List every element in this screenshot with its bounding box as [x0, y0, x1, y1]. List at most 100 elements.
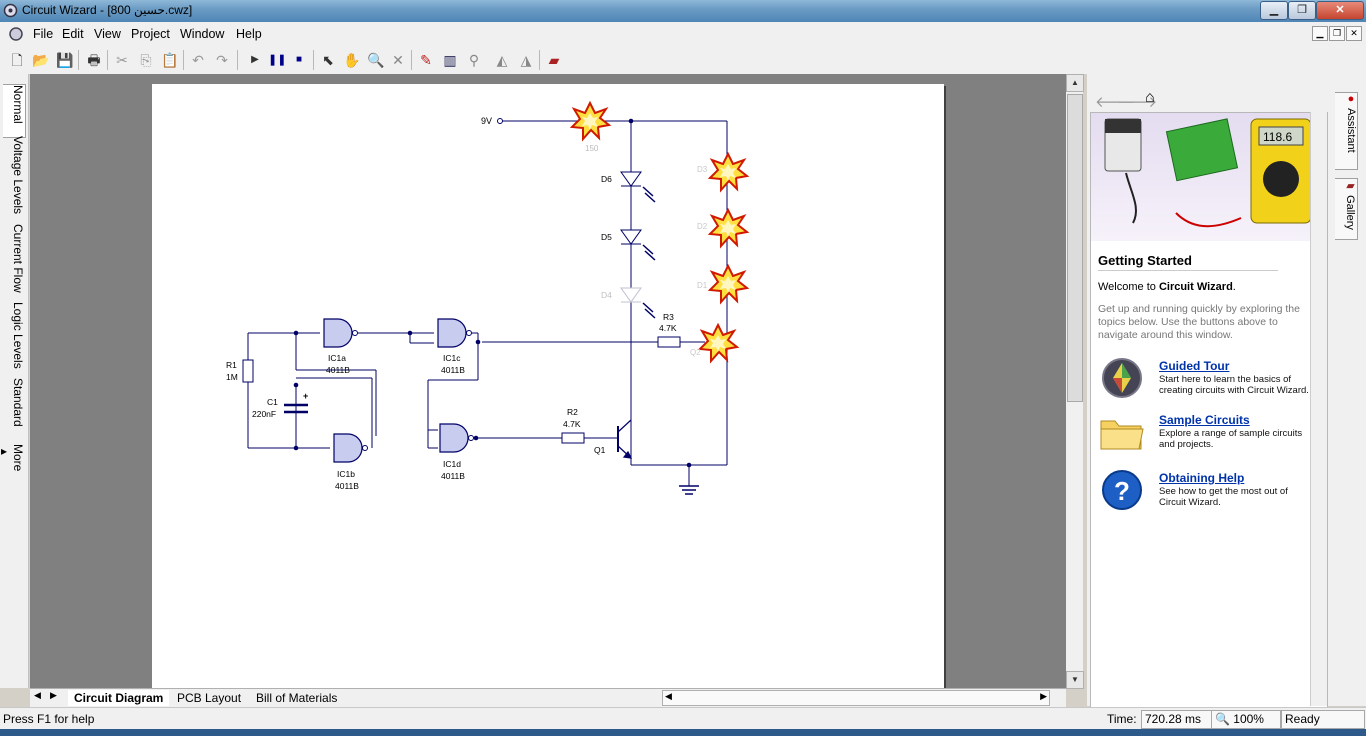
back-icon[interactable]: 🡐 [1095, 94, 1136, 111]
graph-icon[interactable]: ▥ [443, 52, 457, 68]
supply-label: 9V [481, 116, 492, 126]
r3-value: 4.7K [659, 323, 677, 333]
gallery-book-icon[interactable]: ▰ [548, 52, 560, 68]
save-icon[interactable]: 💾 [56, 52, 74, 68]
tab-logic-levels[interactable]: Logic Levels [11, 302, 25, 369]
burnt-resistor[interactable] [571, 102, 610, 140]
gate-ic1c[interactable] [437, 318, 473, 348]
tab-voltage-levels[interactable]: Voltage Levels [11, 136, 25, 215]
canvas-area[interactable]: 9V 150 D6 D5 D4 D3 D2 [30, 74, 1066, 688]
document-tabs: ◀ ▶ Circuit Diagram PCB Layout Bill of M… [30, 688, 1066, 707]
circuit-paper[interactable]: 9V 150 D6 D5 D4 D3 D2 [152, 84, 944, 688]
select-pointer-icon[interactable]: ⬉ [322, 52, 334, 68]
transistor-q1[interactable] [617, 419, 633, 459]
tab-gallery[interactable]: ▰ Gallery [1335, 178, 1358, 240]
burnt-led-d1[interactable] [709, 265, 748, 303]
status-help-text: Press F1 for help [3, 712, 95, 726]
led-d4[interactable] [620, 287, 656, 319]
close-button[interactable]: ✕ [1316, 1, 1364, 20]
delete-icon[interactable]: ✕ [392, 52, 404, 68]
tab-assistant[interactable]: ● Assistant [1335, 92, 1358, 170]
menu-view[interactable]: View [94, 27, 121, 41]
resistor-r1[interactable] [242, 359, 254, 383]
r2-label: R2 [567, 407, 578, 417]
mdi-minimize-button[interactable]: ▁ [1312, 26, 1328, 41]
horizontal-scrollbar[interactable]: ◀ ▶ [662, 690, 1050, 706]
folder-icon[interactable] [1099, 413, 1145, 456]
led-d5[interactable] [620, 229, 656, 261]
tab-standard[interactable]: Standard [11, 378, 25, 427]
tab-current-flow[interactable]: Current Flow [11, 224, 25, 293]
maximize-button[interactable]: ❐ [1288, 1, 1316, 20]
taskbar [0, 729, 1366, 736]
cut-icon[interactable]: ✂ [116, 52, 128, 68]
copy-icon[interactable]: ⎘ [140, 52, 152, 68]
tab-prev-icon[interactable]: ◀ [34, 690, 41, 700]
scroll-left-button[interactable]: ◀ [665, 691, 672, 701]
open-icon[interactable]: 📂 [32, 52, 50, 68]
gate-ic1d[interactable] [439, 423, 475, 453]
menu-help[interactable]: Help [236, 27, 262, 41]
obtaining-help-link[interactable]: Obtaining Help [1159, 471, 1245, 485]
zoom-icon[interactable]: 🔍 [367, 52, 385, 68]
new-icon[interactable]: 🗋 [11, 52, 23, 68]
gate-ic1a[interactable] [323, 318, 359, 348]
burnt-transistor-q2[interactable] [699, 324, 738, 362]
mdi-restore-button[interactable]: ❐ [1329, 26, 1345, 41]
scroll-up-button[interactable]: ▲ [1066, 74, 1084, 92]
tab-circuit-diagram[interactable]: Circuit Diagram [68, 690, 170, 706]
circuit-diagram[interactable]: 9V 150 D6 D5 D4 D3 D2 [152, 84, 944, 688]
menu-file[interactable]: File [33, 27, 54, 41]
paste-icon[interactable]: 📋 [161, 52, 179, 68]
burnt-led-d2[interactable] [709, 209, 748, 247]
tab-bill-of-materials[interactable]: Bill of Materials [256, 691, 338, 705]
forward-icon[interactable]: 🡒 [1117, 94, 1158, 111]
resistor-r3[interactable] [657, 336, 681, 348]
getting-started-heading: Getting Started [1098, 253, 1192, 268]
guided-tour-desc: Start here to learn the basics of creati… [1159, 374, 1309, 396]
vertical-scrollbar[interactable]: ▲ ▼ [1066, 74, 1084, 689]
home-icon[interactable]: ⌂ [1145, 89, 1155, 106]
stop-icon[interactable]: ■ [295, 54, 303, 65]
d1-label: D1 [697, 281, 708, 290]
led-d6[interactable] [620, 171, 656, 203]
scroll-thumb[interactable] [1067, 94, 1083, 402]
flip-horizontal-icon[interactable]: ◭ [496, 52, 508, 68]
menu-window[interactable]: Window [180, 27, 225, 41]
probe-icon[interactable]: ✎ [420, 52, 432, 68]
doc-icon[interactable] [8, 26, 24, 45]
redo-icon[interactable]: ↷ [216, 52, 228, 68]
scroll-right-button[interactable]: ▶ [1040, 691, 1047, 701]
resistor-r2[interactable] [561, 432, 585, 444]
sample-circuits-desc: Explore a range of sample circuits and p… [1159, 428, 1303, 450]
tab-pcb-layout[interactable]: PCB Layout [177, 691, 242, 705]
guided-tour-icon[interactable] [1101, 357, 1143, 402]
print-icon[interactable]: 🖶 [87, 52, 101, 68]
capacitor-c1[interactable] [284, 403, 308, 414]
zoom-indicator[interactable]: 🔍 100% [1211, 710, 1281, 729]
time-value: 720.28 ms [1141, 710, 1213, 729]
ic1d-label: IC1d [443, 459, 461, 469]
mdi-close-button[interactable]: ✕ [1346, 26, 1362, 41]
tab-next-icon[interactable]: ▶ [50, 690, 57, 700]
burnt-led-d3[interactable] [709, 153, 748, 191]
gate-ic1b[interactable] [333, 433, 369, 463]
flip-vertical-icon[interactable]: ◮ [520, 52, 532, 68]
minimize-button[interactable]: ▁ [1260, 1, 1288, 20]
menu-edit[interactable]: Edit [62, 27, 84, 41]
menu-project[interactable]: Project [131, 27, 170, 41]
menu-bar: File Edit View Project Window Help ▁ ❐ ✕ [0, 22, 1366, 47]
pause-icon[interactable]: ❚❚ [268, 54, 287, 66]
assistant-scrollbar[interactable] [1310, 112, 1327, 706]
guided-tour-link[interactable]: Guided Tour [1159, 359, 1230, 373]
pan-hand-icon[interactable]: ✋ [343, 52, 361, 68]
tab-normal[interactable]: Normal [3, 84, 26, 138]
play-icon[interactable]: ▶ [251, 54, 259, 65]
sample-circuits-link[interactable]: Sample Circuits [1159, 413, 1250, 427]
component-icon[interactable]: ⚲ [468, 52, 480, 68]
help-icon[interactable]: ? [1101, 469, 1143, 514]
tab-more[interactable]: More ▸ [0, 444, 25, 472]
scroll-down-button[interactable]: ▼ [1066, 671, 1084, 689]
d6-label: D6 [601, 174, 612, 184]
undo-icon[interactable]: ↶ [192, 52, 204, 68]
